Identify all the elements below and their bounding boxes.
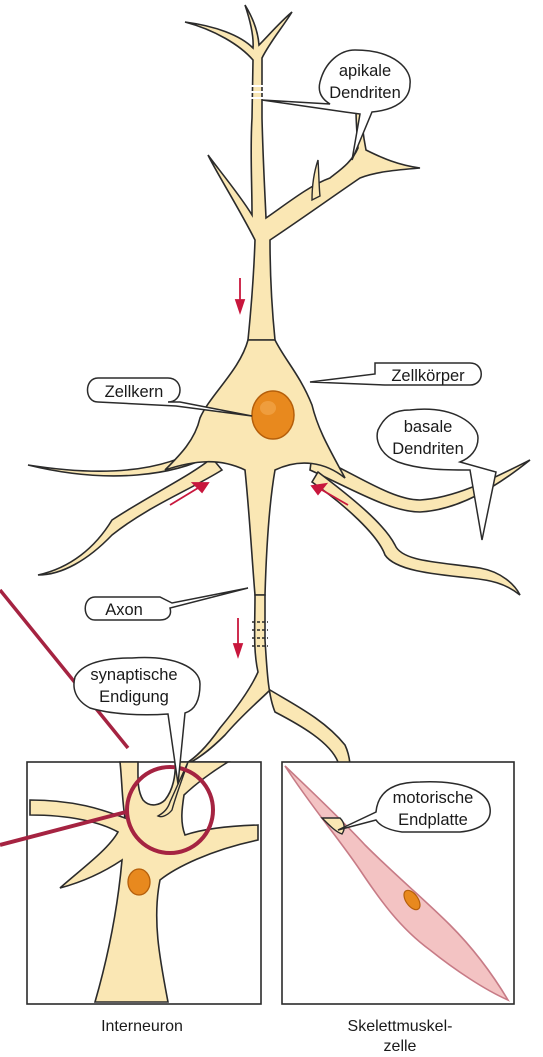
label-basal-line1: basale [404,418,453,436]
label-axon: Axon [105,601,143,619]
callout-cell-body: Zellkörper [310,363,481,385]
callout-axon: Axon [85,588,248,620]
label-motor-line1: motorische [393,789,474,807]
caption-skeletal-muscle-line1: Skelettmuskel- [348,1018,453,1035]
callout-apical-dendrites: apikale Dendriten [262,50,410,160]
label-nucleus: Zellkern [105,383,164,401]
nucleus [252,391,294,439]
label-apical-line2: Dendriten [329,84,401,102]
label-synaptic-line1: synaptische [90,666,177,684]
nucleus-highlight [260,401,276,415]
label-apical-line1: apikale [339,62,391,80]
interneuron-panel [27,762,261,1004]
caption-interneuron: Interneuron [101,1018,183,1035]
label-basal-line2: Dendriten [392,440,464,458]
label-cell-body: Zellkörper [391,367,465,385]
label-motor-line2: Endplatte [398,811,468,829]
caption-skeletal-muscle-line2: zelle [384,1038,417,1055]
apical-spine [312,160,320,200]
callout-basal-dendrites: basale Dendriten [377,409,496,540]
interneuron-nucleus [128,869,150,895]
label-synaptic-line2: Endigung [99,688,169,706]
